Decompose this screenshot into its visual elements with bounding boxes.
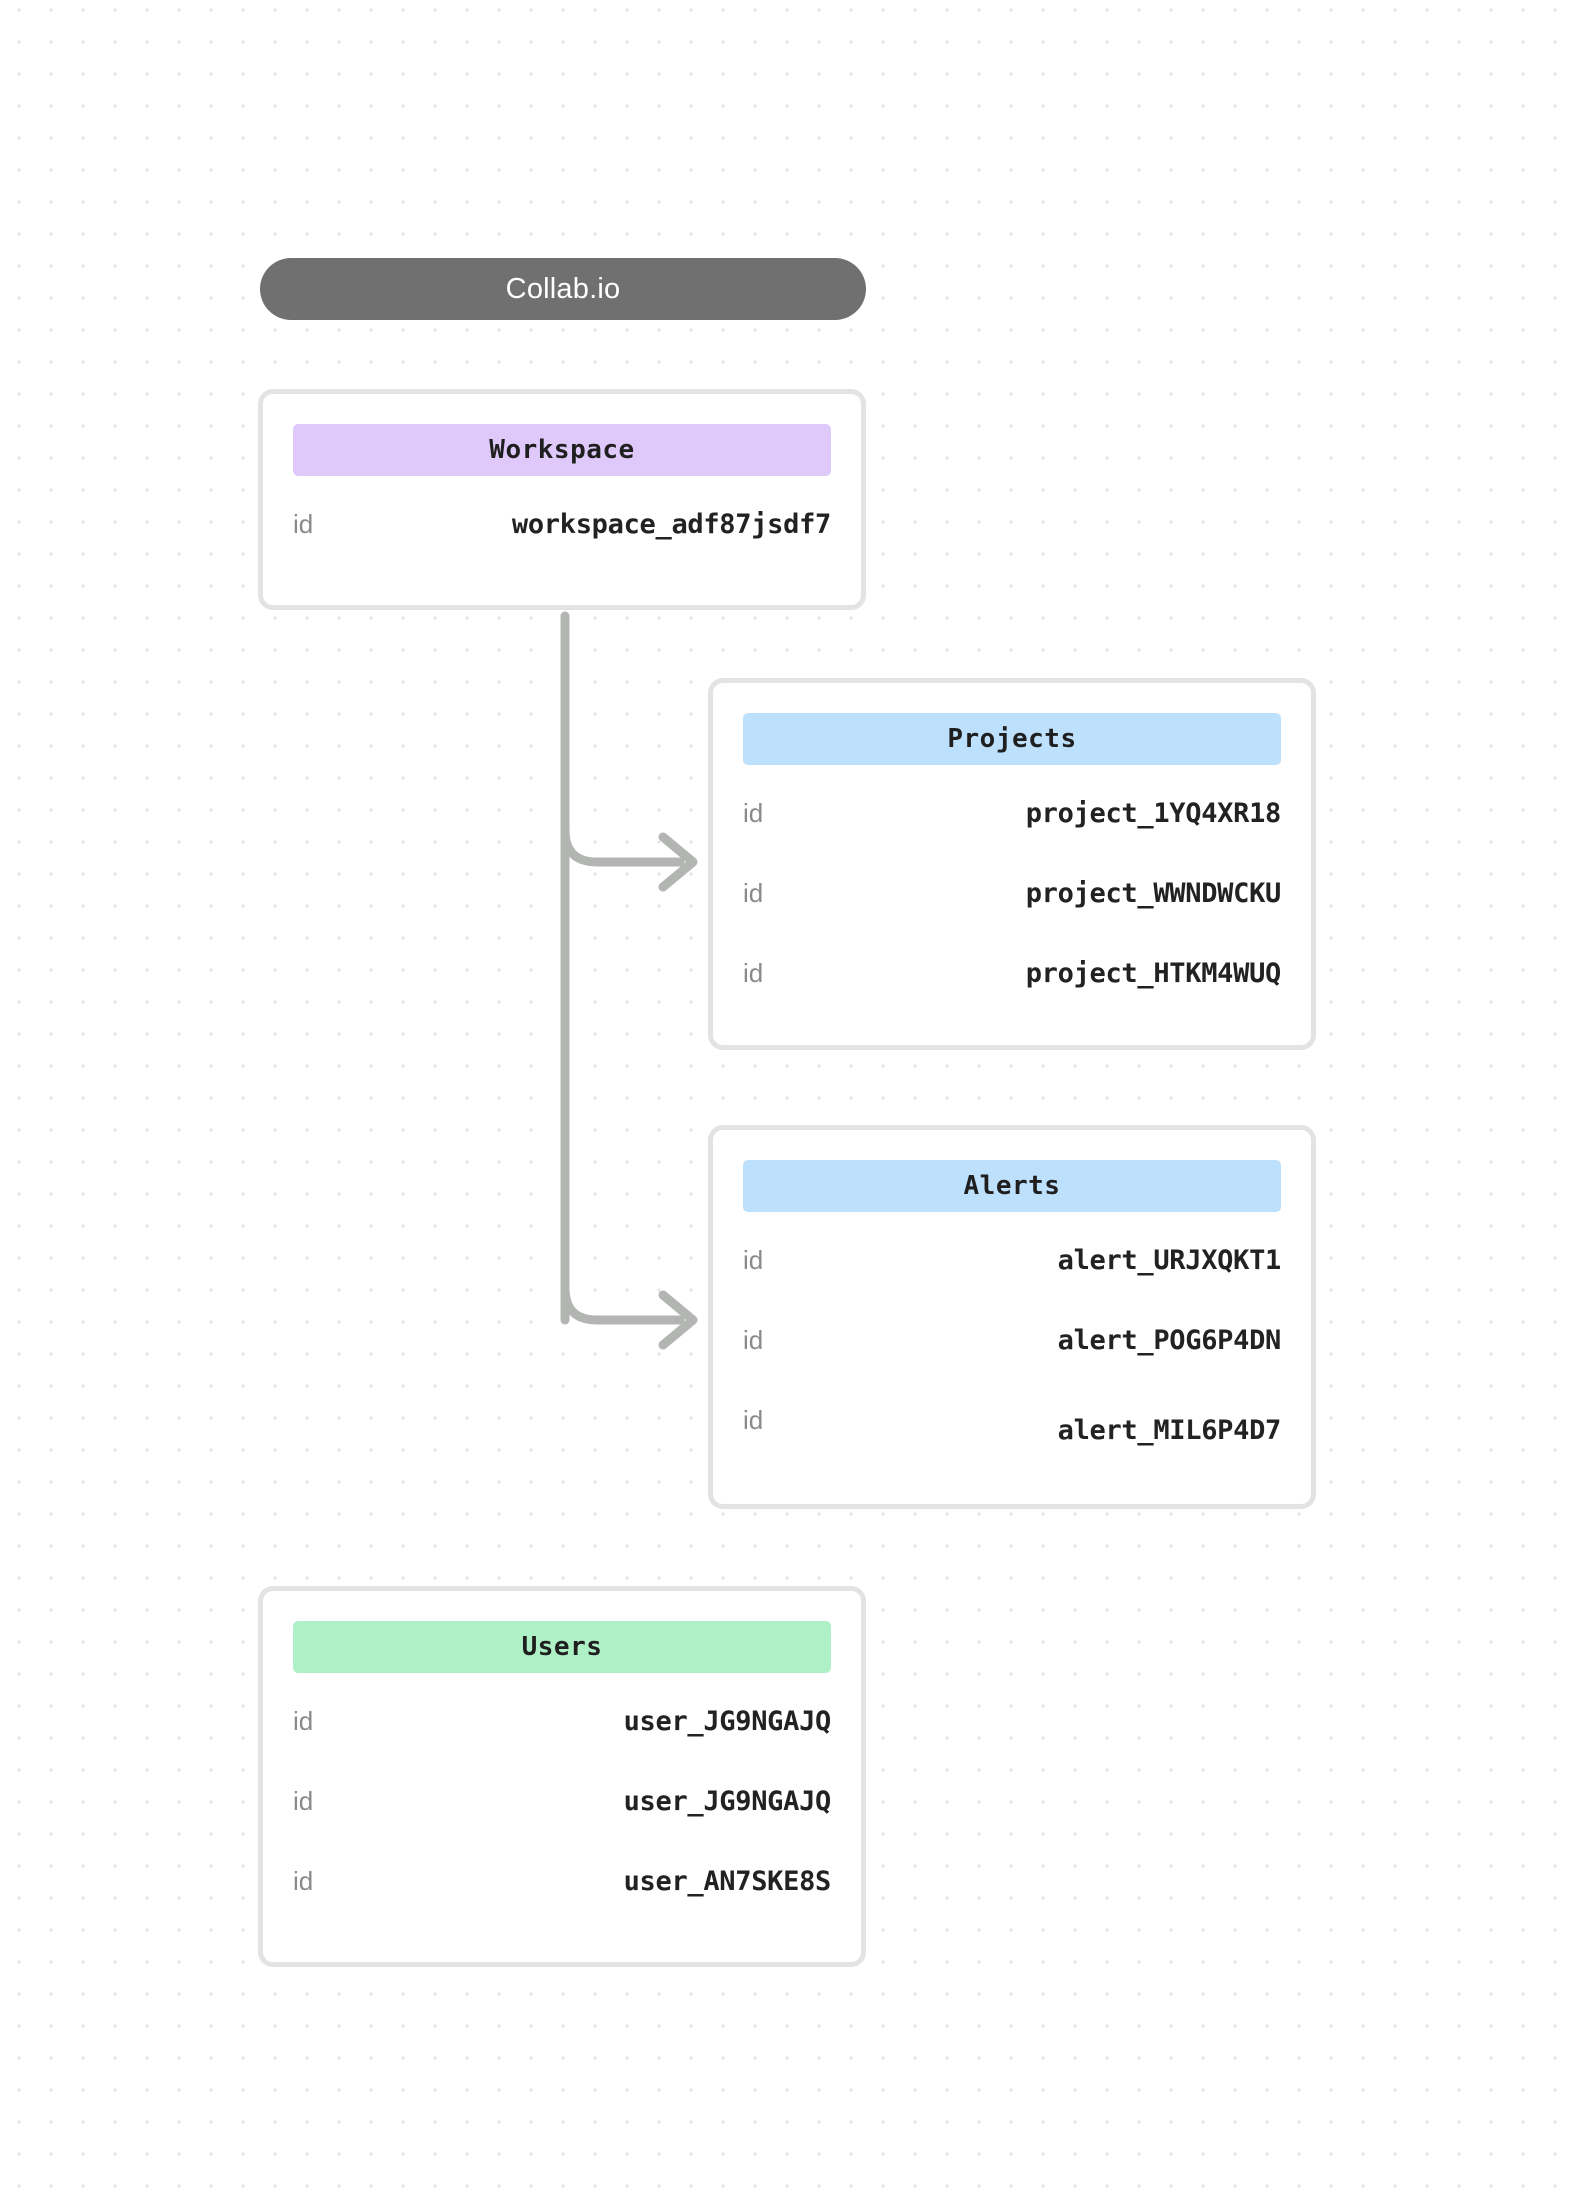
table-row[interactable]: id user_JG9NGAJQ <box>293 1681 831 1761</box>
row-value: alert_URJXQKT1 <box>1057 1244 1282 1276</box>
entity-rows-workspace: id workspace_adf87jsdf7 <box>293 484 831 564</box>
row-value: user_JG9NGAJQ <box>623 1785 832 1817</box>
row-key: id <box>743 1244 764 1275</box>
entity-header-projects: Projects <box>743 713 1281 765</box>
row-key: id <box>293 508 314 539</box>
entity-card-alerts[interactable]: Alerts id alert_URJXQKT1 id alert_POG6P4… <box>708 1125 1316 1509</box>
entity-card-users[interactable]: Users id user_JG9NGAJQ id user_JG9NGAJQ … <box>258 1586 866 1967</box>
table-row[interactable]: id alert_MIL6P4D7 <box>743 1380 1281 1460</box>
arrowhead-alerts-icon <box>658 1290 698 1350</box>
table-row[interactable]: id alert_URJXQKT1 <box>743 1220 1281 1300</box>
row-key: id <box>293 1705 314 1736</box>
row-key: id <box>743 957 764 988</box>
row-value: user_JG9NGAJQ <box>623 1705 832 1737</box>
row-value: alert_MIL6P4D7 <box>1057 1414 1282 1446</box>
entity-header-workspace: Workspace <box>293 424 831 476</box>
entity-card-workspace[interactable]: Workspace id workspace_adf87jsdf7 <box>258 389 866 610</box>
entity-rows-users: id user_JG9NGAJQ id user_JG9NGAJQ id use… <box>293 1681 831 1921</box>
row-value: project_HTKM4WUQ <box>1025 957 1282 989</box>
row-key: id <box>743 797 764 828</box>
entity-title-workspace: Workspace <box>489 435 635 465</box>
entity-card-projects[interactable]: Projects id project_1YQ4XR18 id project_… <box>708 678 1316 1050</box>
connector-workspace-to-projects <box>560 825 685 867</box>
arrowhead-projects-icon <box>658 832 698 892</box>
row-value: alert_POG6P4DN <box>1057 1324 1282 1356</box>
row-value: project_1YQ4XR18 <box>1025 797 1282 829</box>
table-row[interactable]: id project_WWNDWCKU <box>743 853 1281 933</box>
entity-title-users: Users <box>521 1632 603 1662</box>
connector-workspace-to-alerts <box>560 1283 685 1325</box>
table-row[interactable]: id user_AN7SKE8S <box>293 1841 831 1921</box>
table-row[interactable]: id user_JG9NGAJQ <box>293 1761 831 1841</box>
table-row[interactable]: id project_1YQ4XR18 <box>743 773 1281 853</box>
table-row[interactable]: id project_HTKM4WUQ <box>743 933 1281 1013</box>
row-value: workspace_adf87jsdf7 <box>511 508 831 540</box>
entity-rows-projects: id project_1YQ4XR18 id project_WWNDWCKU … <box>743 773 1281 1013</box>
row-key: id <box>293 1865 314 1896</box>
entity-header-alerts: Alerts <box>743 1160 1281 1212</box>
app-title-pill: Collab.io <box>260 258 866 320</box>
row-key: id <box>743 1324 764 1355</box>
entity-rows-alerts: id alert_URJXQKT1 id alert_POG6P4DN id a… <box>743 1220 1281 1460</box>
entity-title-projects: Projects <box>947 724 1077 754</box>
row-key: id <box>743 877 764 908</box>
row-value: project_WWNDWCKU <box>1025 877 1282 909</box>
entity-title-alerts: Alerts <box>963 1171 1061 1201</box>
row-key: id <box>293 1785 314 1816</box>
app-title-label: Collab.io <box>505 272 621 305</box>
row-value: user_AN7SKE8S <box>623 1865 832 1897</box>
table-row[interactable]: id workspace_adf87jsdf7 <box>293 484 831 564</box>
entity-header-users: Users <box>293 1621 831 1673</box>
row-key: id <box>743 1404 764 1435</box>
table-row[interactable]: id alert_POG6P4DN <box>743 1300 1281 1380</box>
